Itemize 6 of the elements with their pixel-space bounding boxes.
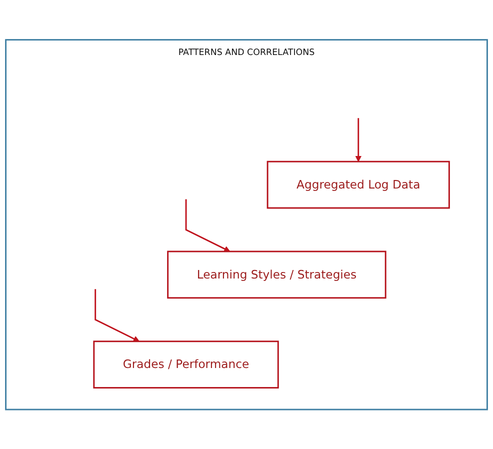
node-box: Learning Styles / Strategies [167, 250, 386, 298]
node-box: Aggregated Log Data [266, 160, 450, 209]
node-box: Grades / Performance [93, 340, 279, 388]
arrow [94, 289, 140, 342]
arrow [185, 199, 230, 252]
arrow [355, 118, 362, 162]
